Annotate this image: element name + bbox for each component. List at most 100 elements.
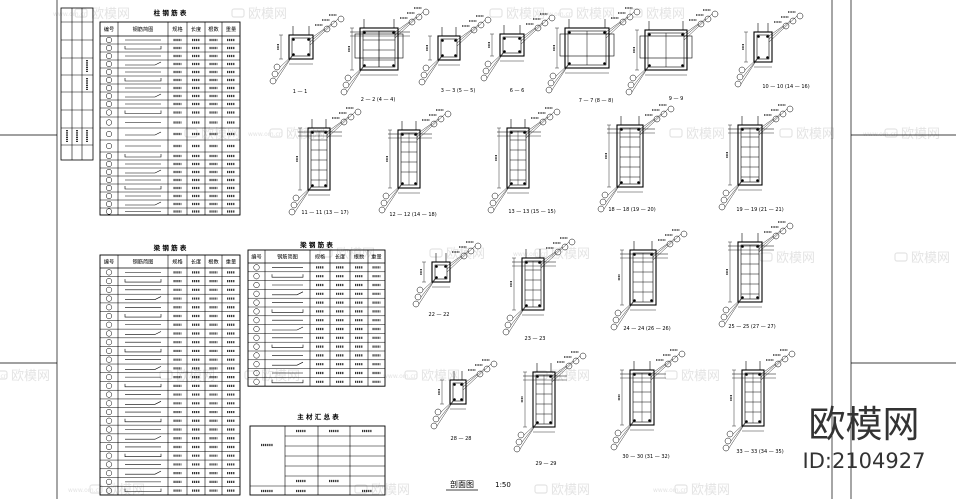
rebar-tables: 柱 钢 筋 表编号钢筋简图规格长度根数重量梁 钢 筋 表编号钢筋简图规格长度根数… (99, 8, 386, 496)
watermark-text: 欧模网 (776, 251, 815, 266)
section-diagrams: 1 — 12 — 2 (4 — 4)3 — 3 (5 — 5)6 — 67 — … (269, 7, 810, 467)
section-label: 11 — 11 (13 — 17) (301, 210, 348, 216)
section-12: 19 — 19 (21 — 21) (718, 104, 794, 213)
watermark-logo: 欧模网 (779, 127, 835, 142)
watermark-text: 欧模网 (91, 7, 130, 22)
watermark-text: 欧模网 (248, 7, 287, 22)
table-row (100, 374, 240, 382)
column-rebar-table: 柱 钢 筋 表编号钢筋简图规格长度根数重量 (99, 8, 241, 216)
table-header: 根数 (354, 253, 365, 261)
section-label: 10 — 10 (14 — 16) (762, 84, 809, 90)
table-header: 长度 (191, 25, 201, 33)
watermark-url: www.om.cn (383, 373, 418, 380)
watermark-url: www.om.cn (538, 11, 573, 18)
table-row (100, 208, 240, 216)
table-row (248, 317, 385, 325)
table-row (100, 339, 240, 347)
watermark-url: www.om.cn (0, 373, 8, 380)
watermark-logo: 欧模网 (534, 483, 590, 498)
table-row (248, 264, 385, 273)
table-row (248, 343, 385, 352)
table-header: 钢筋简图 (133, 25, 154, 33)
section-14: 23 — 23 (502, 237, 576, 342)
table-row (248, 352, 385, 361)
watermark-text: 欧模网 (576, 7, 615, 22)
table-row (248, 334, 385, 343)
table-row (100, 470, 240, 478)
section-label: 1 — 1 (293, 89, 308, 95)
table-row (100, 452, 240, 461)
watermark-text: 欧模网 (336, 247, 375, 262)
table-row (100, 100, 240, 109)
watermark-text: 欧模网 (681, 369, 720, 384)
table-row (100, 192, 240, 201)
title-block (60, 7, 94, 161)
watermark-url: www.om.cn (68, 487, 103, 494)
table-row (100, 478, 240, 487)
section-8: 11 — 11 (13 — 17) (288, 107, 362, 216)
beam-rebar-1-table: 梁 钢 筋 表编号钢筋简图规格长度根数重量 (99, 243, 241, 496)
section-18: 29 — 29 (513, 351, 587, 467)
table-row (100, 391, 240, 400)
section-label: 9 — 9 (669, 96, 684, 102)
section-label: 23 — 23 (525, 336, 546, 342)
table-header: 编号 (104, 258, 114, 266)
watermark-logo: 欧模网 (664, 369, 720, 384)
watermark-logo: 欧模网 (319, 247, 375, 262)
plan-title: 剖面图 (450, 479, 474, 489)
watermark-text: 欧模网 (646, 7, 685, 22)
section-11: 18 — 18 (19 — 20) (597, 104, 675, 213)
beam-rebar-2-table: 梁 钢 筋 表编号钢筋简图规格长度根数重量 (247, 240, 386, 387)
section-label: 24 — 24 (26 — 26) (623, 326, 670, 332)
watermark-logo: 欧模网 (669, 127, 725, 142)
section-label: 2 — 2 (4 — 4) (361, 97, 396, 103)
watermark-text: 欧模网 (551, 483, 590, 498)
section-16: 25 — 25 (27 — 27) (718, 221, 794, 330)
table-row (100, 461, 240, 470)
table-row (100, 92, 240, 101)
watermark-url: www.om.cn (53, 11, 88, 18)
table-row (100, 347, 240, 356)
table-row (100, 68, 240, 77)
table-row (248, 290, 385, 299)
table-row (100, 365, 240, 374)
table-row (100, 286, 240, 295)
section-13: 22 — 22 (412, 241, 482, 318)
watermark-logo: 欧模网 (759, 251, 815, 266)
watermark-url: www.om.cn (863, 131, 898, 138)
table-row (100, 109, 240, 118)
brand-id: ID:2104927 (803, 449, 926, 473)
table-header: 根数 (208, 258, 219, 266)
table-row (100, 44, 240, 53)
watermark-logo: 欧模网 (244, 369, 300, 384)
section-1: 1 — 1 (269, 14, 345, 95)
table-row (100, 52, 240, 61)
table-title: 柱 钢 筋 表 (154, 8, 187, 17)
watermark-logo: 欧模网 (231, 7, 287, 22)
brand-block: 欧模网 ID:2104927 (803, 403, 926, 473)
table-row (100, 443, 240, 452)
section-label: 6 — 6 (510, 88, 525, 94)
watermark-text: 欧模网 (686, 127, 725, 142)
section-6: 9 — 9 (625, 9, 719, 102)
section-label: 18 — 18 (19 — 20) (608, 207, 655, 213)
table-title: 梁 钢 筋 表 (299, 240, 333, 249)
section-15: 24 — 24 (26 — 26) (610, 229, 688, 332)
table-header: 重量 (226, 25, 236, 33)
table-header: 根数 (208, 25, 219, 33)
section-label: 19 — 19 (21 — 21) (736, 207, 783, 213)
watermark-logo: 欧模网 (894, 251, 950, 266)
table-row (100, 269, 240, 277)
watermark-logo: 欧模网 (534, 369, 590, 384)
section-3: 3 — 3 (5 — 5) (418, 15, 492, 94)
brand-name: 欧模网 (809, 403, 920, 446)
watermark-text: 欧模网 (261, 369, 300, 384)
